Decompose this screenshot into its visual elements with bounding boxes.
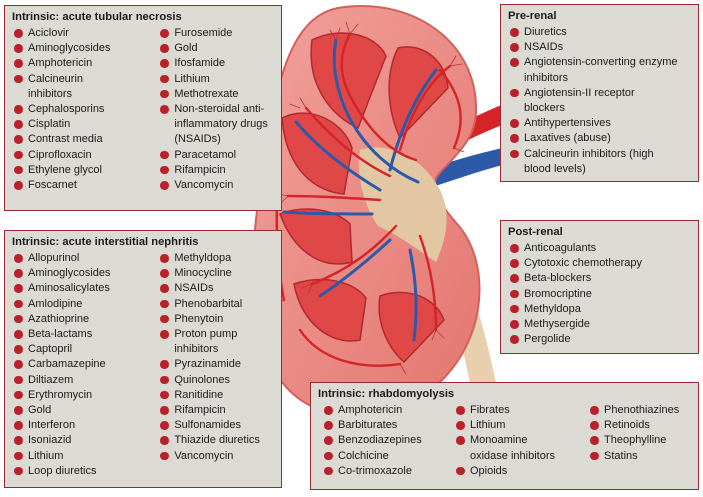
list-item: Paracetamol [158, 148, 275, 163]
list-item: Methyldopa [158, 251, 275, 266]
list-item: Minocycline [158, 266, 275, 281]
list-item: Non-steroidal anti- inflammatory drugs (… [158, 102, 275, 148]
list-item: Retinoids [588, 418, 692, 433]
list-item: Thiazide diuretics [158, 433, 275, 448]
list-item: Methyldopa [508, 302, 692, 317]
list-item: Lithium [158, 72, 275, 87]
list-item: Aminoglycosides [12, 41, 158, 56]
list-item: Aciclovir [12, 26, 158, 41]
list-item: Antihypertensives [508, 116, 692, 131]
list-item: Phenobarbital [158, 297, 275, 312]
list-item: Amphotericin [12, 56, 158, 71]
list-item: NSAIDs [508, 40, 692, 55]
list-item: Theophylline [588, 433, 692, 448]
list-item: Calcineurin inhibitors [12, 72, 158, 102]
list-item: Diuretics [508, 25, 692, 40]
list-item: Ciprofloxacin [12, 148, 158, 163]
list-item: Angiotensin-converting enzyme inhibitors [508, 55, 692, 85]
list-item: Proton pump inhibitors [158, 327, 275, 357]
list-item: Beta-blockers [508, 271, 692, 286]
list-item: Isoniazid [12, 433, 158, 448]
list-item: Gold [12, 403, 158, 418]
list-item: Cephalosporins [12, 102, 158, 117]
list-item: Diltiazem [12, 373, 158, 388]
list-item: Lithium [12, 449, 158, 464]
list-item: Quinolones [158, 373, 275, 388]
list-item: Interferon [12, 418, 158, 433]
pyramid [378, 291, 445, 364]
list-item: Laxatives (abuse) [508, 131, 692, 146]
list-item: Furosemide [158, 26, 275, 41]
box-title: Intrinsic: acute interstitial nephritis [12, 236, 199, 248]
list-item: Ethylene glycol [12, 163, 158, 178]
list-item: Aminosalicylates [12, 281, 158, 296]
list-item: Pyrazinamide [158, 357, 275, 372]
list-item: Contrast media [12, 132, 158, 147]
list-item: Amlodipine [12, 297, 158, 312]
box-title: Post-renal [508, 226, 563, 238]
list-item: Vancomycin [158, 178, 275, 193]
pyramid [279, 208, 353, 265]
list-item: Bromocriptine [508, 287, 692, 302]
list-item: Sulfonamides [158, 418, 275, 433]
list-item: Ifosfamide [158, 56, 275, 71]
list-item: Statins [588, 449, 692, 464]
list-item: Captopril [12, 342, 158, 357]
list-item: Opioids [454, 464, 588, 479]
list-item: Amphotericin [322, 403, 454, 418]
list-item: Cisplatin [12, 117, 158, 132]
list-item: Vancomycin [158, 449, 275, 464]
list-item: Monoamine oxidase inhibitors [454, 433, 588, 463]
list-item: Carbamazepine [12, 357, 158, 372]
list-item: Benzodiazepines [322, 433, 454, 448]
list-item: Methysergide [508, 317, 692, 332]
list-item: Cytotoxic chemotherapy [508, 256, 692, 271]
list-item: Loop diuretics [12, 464, 158, 479]
list-item: Erythromycin [12, 388, 158, 403]
list-item: Calcineurin inhibitors (high blood level… [508, 147, 692, 177]
pyramid [310, 32, 387, 130]
pyramid [388, 46, 449, 140]
kidney-illustration-icon [252, 5, 540, 440]
list-item: NSAIDs [158, 281, 275, 296]
list-item: Aminoglycosides [12, 266, 158, 281]
box-intrinsic-atn: Intrinsic: acute tubular necrosis Aciclo… [4, 5, 282, 211]
list-item: Colchicine [322, 449, 454, 464]
list-item: Pergolide [508, 332, 692, 347]
list-item: Ranitidine [158, 388, 275, 403]
list-item: Phenothiazines [588, 403, 692, 418]
box-intrinsic-ain: Intrinsic: acute interstitial nephritis … [4, 230, 282, 488]
list-item: Azathioprine [12, 312, 158, 327]
list-item: Co-trimoxazole [322, 464, 454, 479]
list-item: Gold [158, 41, 275, 56]
list-item: Barbiturates [322, 418, 454, 433]
list-item: Allopurinol [12, 251, 158, 266]
box-title: Pre-renal [508, 10, 557, 22]
renal-pelvis [358, 147, 447, 262]
list-item: Rifampicin [158, 403, 275, 418]
list-item: Methotrexate [158, 87, 275, 102]
list-item: Fibrates [454, 403, 588, 418]
list-item: Beta-lactams [12, 327, 158, 342]
box-title: Intrinsic: acute tubular necrosis [12, 11, 182, 23]
list-item: Phenytoin [158, 312, 275, 327]
list-item: Rifampicin [158, 163, 275, 178]
list-item: Lithium [454, 418, 588, 433]
list-item: Angiotensin-II receptor blockers [508, 86, 692, 116]
list-item: Foscarnet [12, 178, 158, 193]
list-item: Anticoagulants [508, 241, 692, 256]
box-title: Intrinsic: rhabdomyolysis [318, 388, 455, 400]
